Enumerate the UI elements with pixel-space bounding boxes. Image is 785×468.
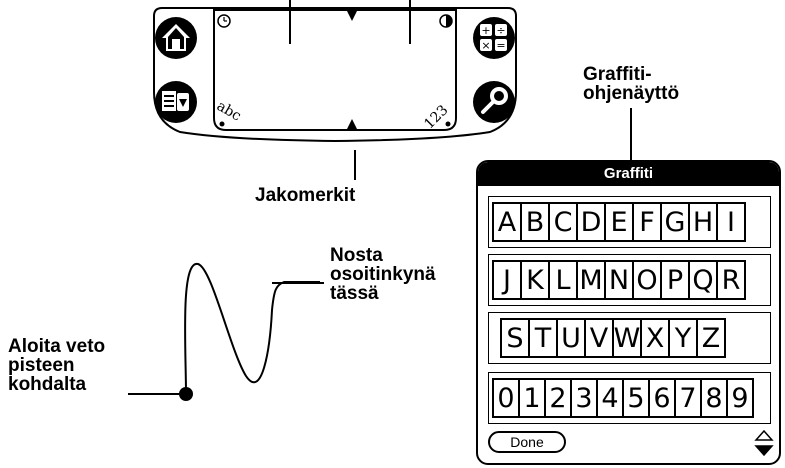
- glyph-cell: W: [612, 318, 642, 358]
- glyph-cell: 6: [648, 378, 676, 418]
- glyph-cell: L: [548, 260, 578, 300]
- svg-text:×: ×: [481, 39, 490, 52]
- lift-pen-label: Nosta osoitinkynä tässä: [330, 245, 436, 304]
- svg-text:=: =: [496, 39, 505, 52]
- glyph-cell: Q: [688, 260, 718, 300]
- glyph-cell: G: [660, 202, 690, 242]
- done-button[interactable]: Done: [488, 431, 566, 453]
- row-2: J K L M N O P Q R: [492, 260, 746, 300]
- glyph-cell: 0: [492, 378, 520, 418]
- glyph-cell: R: [716, 260, 746, 300]
- row-4: 0 1 2 3 4 5 6 7 8 9: [492, 378, 754, 418]
- glyph-cell: V: [584, 318, 614, 358]
- start-stroke-label: Aloita veto pisteen kohdalta: [8, 336, 106, 395]
- clock-icon: [217, 14, 231, 28]
- help-screen-label: Graffiti- ohjenäyttö: [583, 64, 680, 104]
- svg-text:÷: ÷: [496, 24, 505, 37]
- row-3: S T U V W X Y Z: [500, 318, 726, 358]
- glyph-cell: T: [528, 318, 558, 358]
- glyph-cell: M: [576, 260, 606, 300]
- help-callout-line: [630, 108, 632, 162]
- graffiti-help-screen: Graffiti A B C D E F G H I J K L M N O P…: [476, 160, 781, 465]
- glyph-cell: J: [492, 260, 522, 300]
- home-icon[interactable]: [155, 17, 197, 59]
- glyph-cell: Z: [696, 318, 726, 358]
- help-title: Graffiti: [478, 162, 779, 186]
- glyph-cell: S: [500, 318, 530, 358]
- glyph-cell: E: [604, 202, 634, 242]
- glyph-cell: C: [548, 202, 578, 242]
- glyph-cell: D: [576, 202, 606, 242]
- glyph-cell: 8: [700, 378, 728, 418]
- find-icon[interactable]: [473, 81, 515, 123]
- glyph-cell: A: [492, 202, 522, 242]
- divider-callout-line: [354, 150, 356, 180]
- menu-icon[interactable]: [155, 81, 197, 123]
- row-1: A B C D E F G H I: [492, 202, 746, 242]
- glyph-cell: 7: [674, 378, 702, 418]
- row-3-frame: [488, 312, 771, 364]
- dividers-label: Jakomerkit: [255, 185, 356, 206]
- row-2-frame: [488, 254, 771, 306]
- glyph-cell: P: [660, 260, 690, 300]
- row-4-frame: [488, 372, 771, 424]
- calculator-icon[interactable]: + ÷ × =: [473, 17, 515, 59]
- device-writing-area: abc 123 + ÷ × =: [153, 0, 517, 143]
- svg-text:+: +: [481, 24, 490, 37]
- glyph-cell: K: [520, 260, 550, 300]
- lift-callout-line: [272, 282, 324, 284]
- bottom-divider-marker: [347, 119, 357, 129]
- glyph-cell: 9: [726, 378, 754, 418]
- glyph-cell: U: [556, 318, 586, 358]
- glyph-cell: I: [716, 202, 746, 242]
- glyph-cell: 5: [622, 378, 650, 418]
- stroke-demo: [128, 263, 320, 401]
- glyph-cell: Y: [668, 318, 698, 358]
- glyph-cell: B: [520, 202, 550, 242]
- glyph-cell: F: [632, 202, 662, 242]
- glyph-cell: H: [688, 202, 718, 242]
- glyph-cell: X: [640, 318, 670, 358]
- glyph-cell: O: [632, 260, 662, 300]
- glyph-cell: 3: [570, 378, 598, 418]
- contrast-icon: [439, 14, 453, 28]
- scroll-arrows-icon[interactable]: [754, 429, 774, 457]
- top-divider-marker: [347, 11, 357, 21]
- glyph-cell: 1: [518, 378, 546, 418]
- row-1-frame: [488, 196, 771, 248]
- stroke-path: [184, 263, 320, 395]
- glyph-cell: 4: [596, 378, 624, 418]
- glyph-cell: N: [604, 260, 634, 300]
- glyph-cell: 2: [544, 378, 572, 418]
- start-dot: [179, 387, 193, 401]
